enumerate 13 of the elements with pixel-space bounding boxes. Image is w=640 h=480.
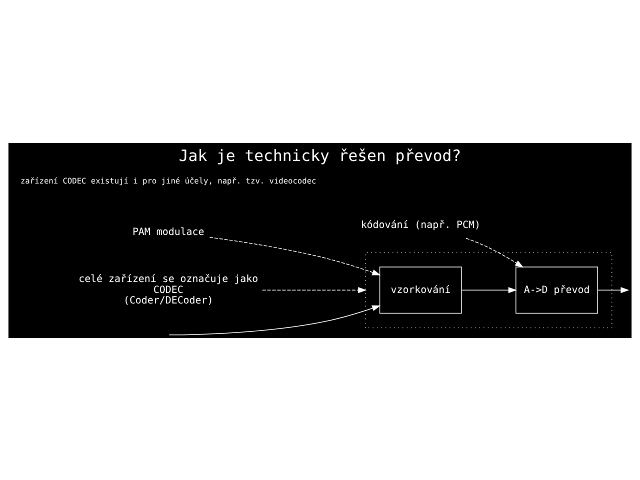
diagram-title: Jak je technicky řešen převod?	[178, 146, 462, 165]
arrow	[262, 286, 367, 293]
node-box: vzorkování	[379, 266, 462, 314]
node-text: PAM modulace	[132, 226, 204, 238]
cluster	[365, 252, 612, 328]
node-text: kódování (např. PCM)	[360, 220, 481, 231]
arrow	[466, 237, 524, 268]
node-box: A->D převod	[516, 266, 598, 314]
node-text: celé zařízení se označuje jako CODEC (Coder/DECoder)	[78, 274, 258, 306]
arrow	[168, 304, 381, 335]
arrow	[461, 286, 517, 293]
arrow	[597, 286, 630, 293]
arrow	[209, 236, 381, 275]
